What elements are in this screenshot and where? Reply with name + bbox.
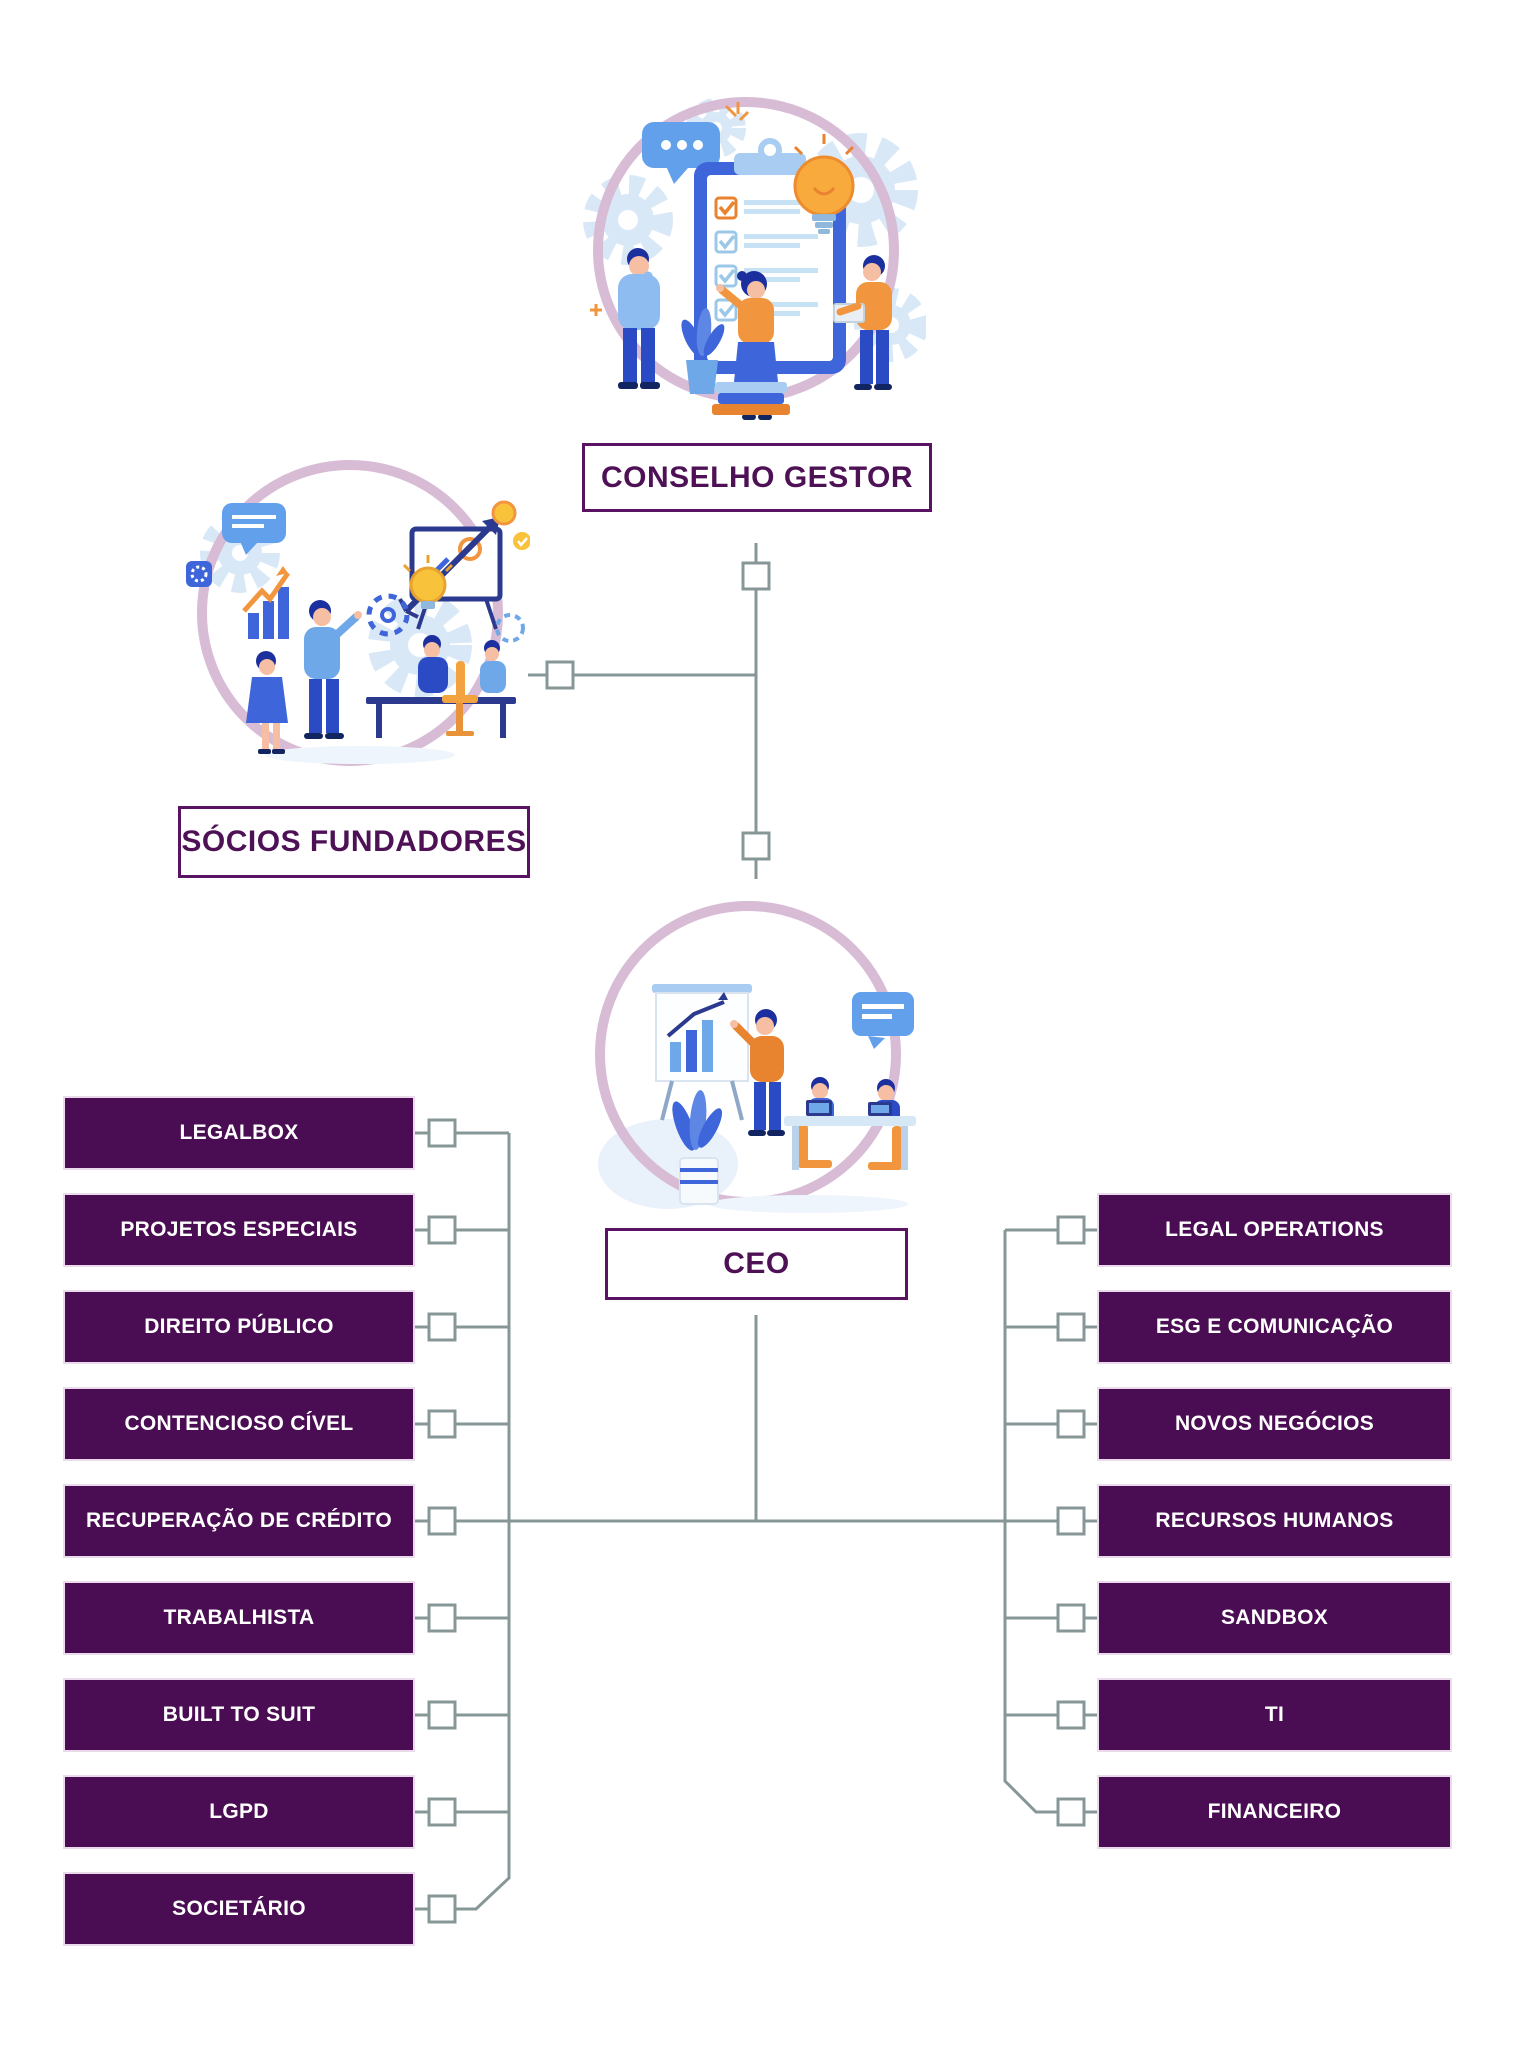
dept-trabalhista: TRABALHISTA: [63, 1581, 415, 1655]
person-figure: [480, 640, 506, 693]
dept-legal-operations: LEGAL OPERATIONS: [1097, 1193, 1452, 1267]
speech-bubble-icon: [852, 992, 914, 1049]
socios-fundadores-illustration: [170, 433, 531, 793]
dept-lgpd: LGPD: [63, 1775, 415, 1849]
dept-recursos-humanos: RECURSOS HUMANOS: [1097, 1484, 1452, 1558]
books-icon: [712, 382, 790, 415]
chair-icon: [798, 1124, 902, 1170]
table-icon: [366, 697, 516, 738]
person-figure: [246, 651, 288, 754]
flipchart-icon: [652, 984, 752, 1121]
check-badge-icon: [513, 532, 531, 550]
connector-square: [427, 561, 1086, 1924]
conselho-gestor-illustration: [566, 70, 928, 430]
dept-recuperacao-de-credito: RECUPERAÇÃO DE CRÉDITO: [63, 1484, 415, 1558]
person-figure: [618, 248, 660, 389]
plant-icon: [672, 1090, 723, 1205]
dept-ti: TI: [1097, 1678, 1452, 1752]
desk-icon: [784, 1100, 916, 1170]
speech-bubble-icon: [222, 503, 286, 555]
person-figure: [730, 1009, 785, 1136]
sparkle-icon: [590, 102, 750, 316]
dept-sandbox: SANDBOX: [1097, 1581, 1452, 1655]
floor-shadow: [265, 746, 455, 764]
person-figure: [418, 635, 448, 693]
floor-shadow: [708, 1195, 908, 1213]
dept-projetos-especiais: PROJETOS ESPECIAIS: [63, 1193, 415, 1267]
dept-legalbox: LEGALBOX: [63, 1096, 415, 1170]
dept-direito-publico: DIREITO PÚBLICO: [63, 1290, 415, 1364]
ceo-illustration: [568, 874, 928, 1234]
speech-bubble-icon: [642, 122, 720, 184]
dept-contencioso-civel: CONTENCIOSO CÍVEL: [63, 1387, 415, 1461]
node-conselho-gestor: CONSELHO GESTOR: [582, 443, 932, 512]
dept-societario: SOCIETÁRIO: [63, 1872, 415, 1946]
gear-badge-icon: [186, 561, 212, 587]
person-figure: [304, 600, 362, 739]
node-socios-fundadores: SÓCIOS FUNDADORES: [178, 806, 530, 878]
chair-icon: [442, 661, 478, 736]
dept-financeiro: FINANCEIRO: [1097, 1775, 1452, 1849]
dept-built-to-suit: BUILT TO SUIT: [63, 1678, 415, 1752]
dept-esg-e-comunicacao: ESG E COMUNICAÇÃO: [1097, 1290, 1452, 1364]
gear-icon: [366, 593, 525, 643]
dept-novos-negocios: NOVOS NEGÓCIOS: [1097, 1387, 1452, 1461]
lightbulb-icon: [793, 134, 855, 234]
lightbulb-icon: [402, 555, 454, 609]
person-figure: [833, 255, 892, 390]
connector-line: [415, 543, 1097, 1911]
growth-chart-icon: [242, 566, 291, 639]
plant-icon: [681, 308, 725, 394]
node-ceo: CEO: [605, 1228, 908, 1300]
